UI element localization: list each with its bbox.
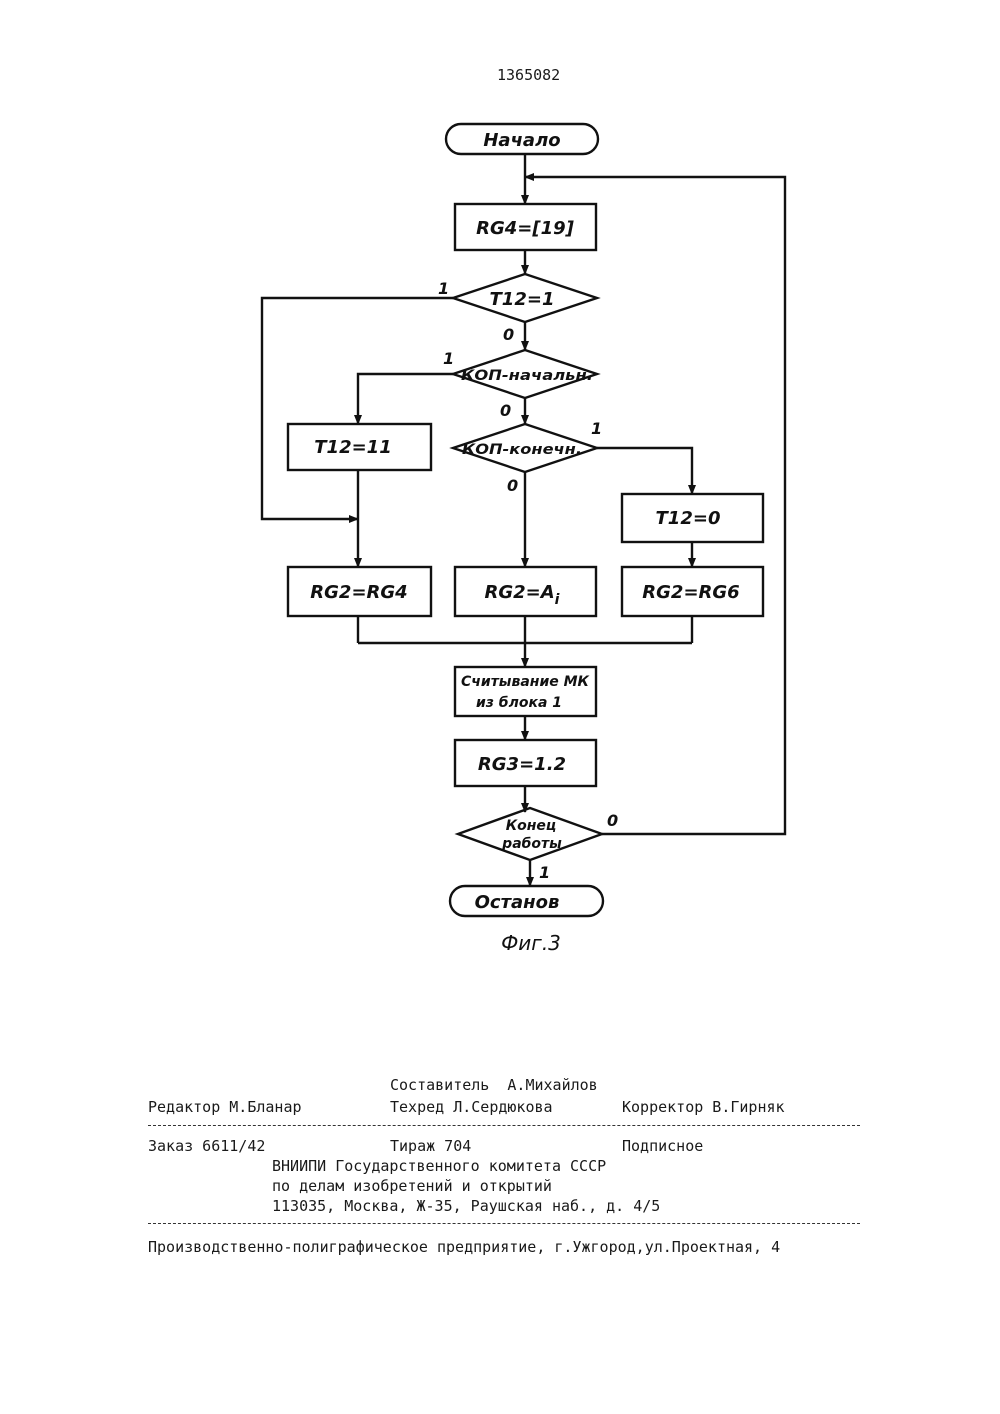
read-mk-line2: из блока 1	[476, 695, 562, 711]
imprint-compiler: Составитель А.Михайлов	[390, 1076, 598, 1094]
t12-set-11-label: T12=11	[314, 437, 391, 458]
figure-caption: Фиг.3	[501, 931, 561, 955]
rg2-ai-main: RG2=A	[485, 582, 555, 603]
imprint-techred: Техред Л.Сердюкова	[390, 1098, 553, 1116]
rg2-ai-subscript: i	[555, 592, 560, 608]
start-label: Начало	[483, 130, 560, 151]
branch-t12-yes: 1	[438, 279, 449, 298]
kop-start-label: КОП-начальн.	[461, 368, 593, 384]
imprint-org-line1: ВНИИПИ Государственного комитета СССР	[272, 1157, 606, 1175]
t12-set-0-label: T12=0	[656, 508, 721, 529]
rg2-rg4-label: RG2=RG4	[310, 582, 407, 603]
imprint-order: Заказ 6611/42	[148, 1137, 265, 1155]
end-decision	[458, 808, 602, 860]
imprint-corrector: Корректор В.Гирняк	[622, 1098, 785, 1116]
flowchart: Начало RG4=[19] T12=1 КОП-начальн. КОП-к…	[0, 0, 1000, 980]
branch-kop-start-yes: 1	[443, 349, 454, 368]
kop-end-label: КОП-конечн.	[462, 442, 582, 458]
imprint-subscription: Подписное	[622, 1137, 703, 1155]
rg3-assign-label: RG3=1.2	[478, 754, 566, 775]
read-mk-line1: Считывание МК	[461, 674, 590, 690]
branch-t12-no: 0	[503, 325, 514, 344]
rg2-ai-label: RG2=Ai	[485, 582, 560, 608]
branch-kop-end-no: 0	[507, 476, 518, 495]
rg2-rg6-label: RG2=RG6	[642, 582, 739, 603]
t12-decision-label: T12=1	[490, 289, 555, 310]
imprint-circulation: Тираж 704	[390, 1137, 471, 1155]
imprint-editor: Редактор М.Бланар	[148, 1098, 302, 1116]
stop-label: Останов	[475, 892, 560, 913]
branch-end-no: 0	[607, 811, 618, 830]
imprint-divider-bottom	[148, 1223, 860, 1224]
imprint-divider-top	[148, 1125, 860, 1126]
end-decision-line1: Конец	[506, 818, 557, 834]
branch-kop-start-no: 0	[500, 401, 511, 420]
end-decision-line2: работы	[501, 836, 562, 852]
imprint-org-line3: 113035, Москва, Ж-35, Раушская наб., д. …	[272, 1197, 660, 1215]
imprint-org-line2: по делам изобретений и открытий	[272, 1177, 552, 1195]
branch-kop-end-yes: 1	[591, 419, 602, 438]
imprint-printer: Производственно-полиграфическое предприя…	[148, 1238, 780, 1256]
rg4-assign-label: RG4=[19]	[476, 218, 575, 239]
branch-end-yes: 1	[539, 863, 550, 882]
